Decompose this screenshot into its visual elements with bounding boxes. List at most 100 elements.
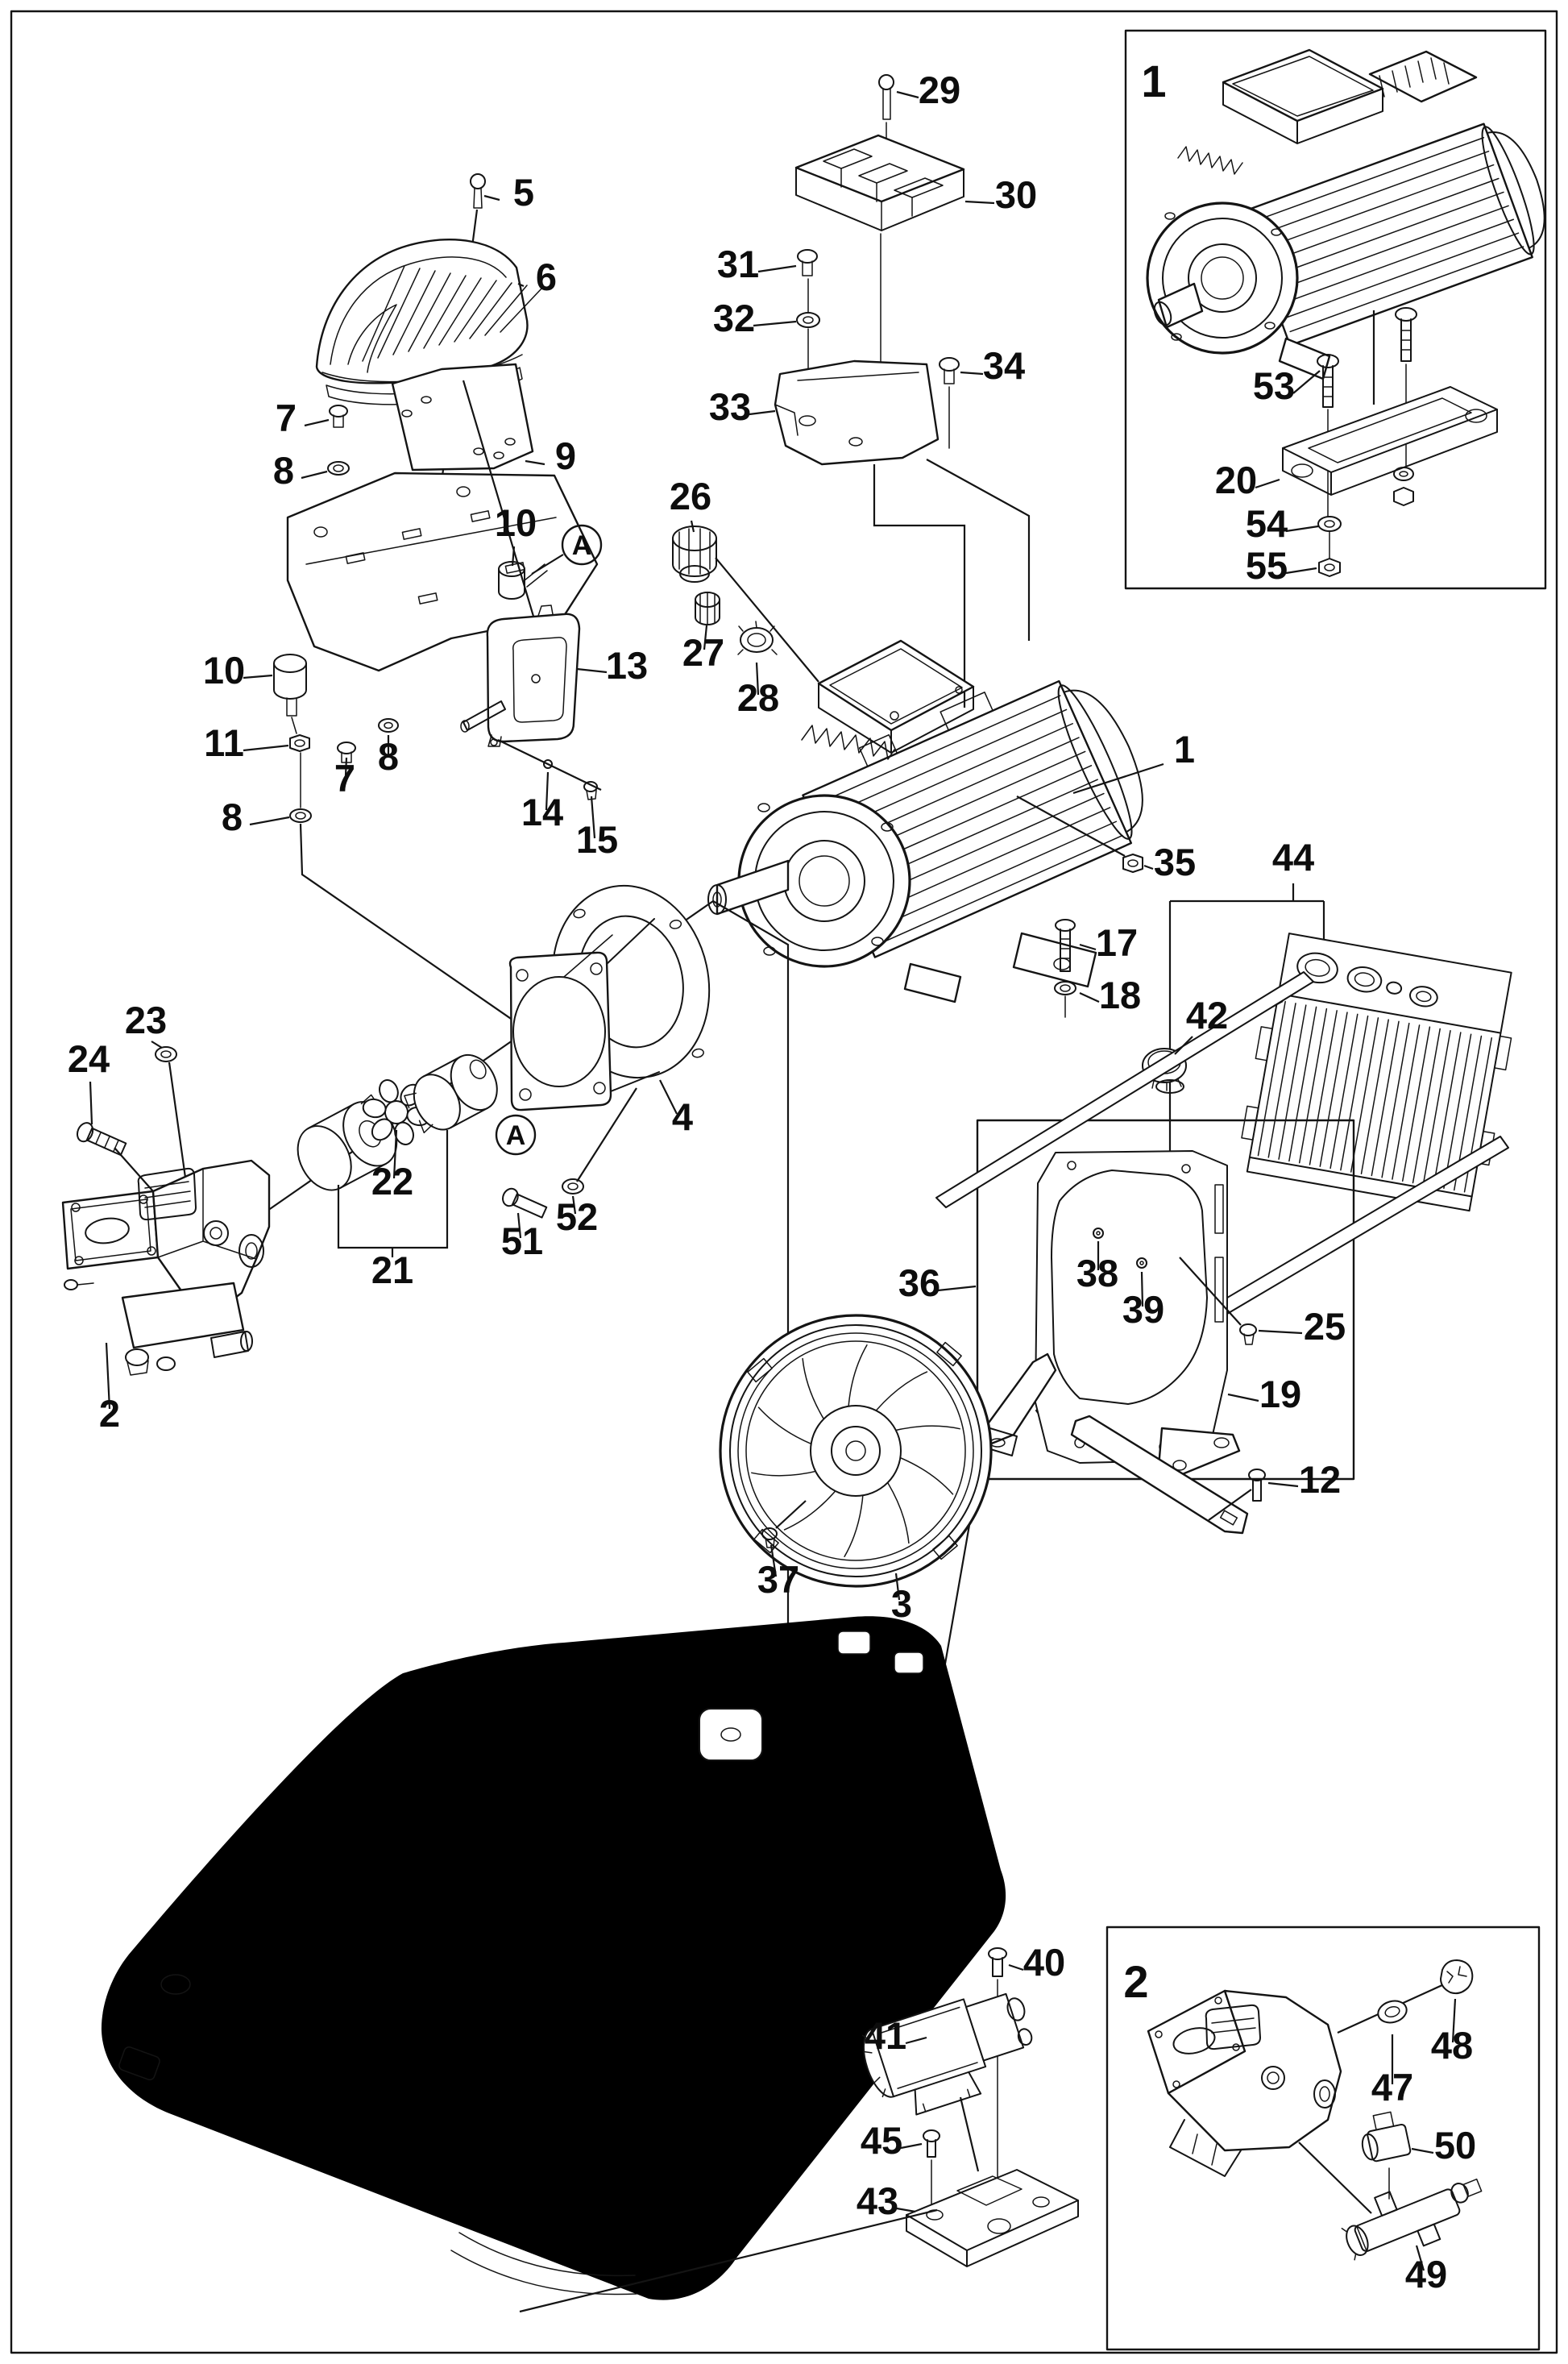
leader-line-28 bbox=[755, 662, 760, 696]
radiator-fin-lines bbox=[1257, 1000, 1492, 1193]
leader-line-8 bbox=[301, 470, 328, 480]
leader-line-39 bbox=[1140, 1271, 1144, 1307]
part-label-40: 40 bbox=[1023, 1941, 1065, 1984]
air-cover-assembly bbox=[286, 173, 599, 688]
part-label-28: 28 bbox=[737, 676, 779, 719]
leader-line-27 bbox=[703, 625, 708, 650]
part-label-55: 55 bbox=[1246, 544, 1288, 587]
part-label-2: 2 bbox=[99, 1392, 120, 1435]
leader-line-54 bbox=[1285, 525, 1319, 533]
cooling-fan bbox=[719, 1314, 993, 1588]
part-label-15: 15 bbox=[576, 818, 618, 861]
part-label-4: 4 bbox=[672, 1095, 693, 1138]
part-label-17: 17 bbox=[1096, 921, 1138, 964]
damper-assembly bbox=[273, 554, 564, 1023]
part-label-5: 5 bbox=[513, 171, 534, 214]
inset-motor-detail bbox=[1146, 48, 1545, 577]
leader-line-40 bbox=[1008, 1963, 1024, 1971]
leader-line-31 bbox=[757, 264, 797, 273]
part-label-20: 20 bbox=[1215, 459, 1257, 501]
leader-line-32 bbox=[753, 320, 797, 327]
leader-line-29 bbox=[896, 90, 919, 99]
inset-boxes: 12 bbox=[1105, 29, 1547, 2351]
part-label-31: 31 bbox=[717, 243, 759, 285]
part-label-9: 9 bbox=[555, 434, 576, 477]
cover-louver-lines bbox=[362, 265, 543, 362]
inset-box-1 bbox=[1124, 29, 1547, 590]
leader-line-5 bbox=[483, 194, 500, 202]
leader-line-55 bbox=[1285, 567, 1317, 575]
leader-line-35 bbox=[1143, 864, 1154, 870]
oil-cooler bbox=[1140, 883, 1512, 1370]
part-label-13: 13 bbox=[606, 644, 648, 687]
part-label-24: 24 bbox=[68, 1037, 110, 1080]
leader-line-6 bbox=[517, 282, 525, 288]
leader-line-11 bbox=[243, 744, 289, 752]
part-label-22: 22 bbox=[371, 1160, 413, 1203]
leader-line-26 bbox=[690, 520, 695, 533]
part-label-33: 33 bbox=[709, 385, 751, 428]
leader-line-36 bbox=[937, 1285, 977, 1292]
leader-line-17 bbox=[1079, 943, 1097, 951]
leader-line-22 bbox=[392, 1129, 398, 1179]
leader-line-51 bbox=[516, 1212, 522, 1239]
rubber-pad-assembly bbox=[774, 74, 1031, 708]
cable-glands bbox=[672, 526, 819, 683]
leader-line-33 bbox=[749, 409, 776, 416]
leader-line-9 bbox=[525, 459, 545, 466]
leader-line-3 bbox=[894, 1573, 901, 1601]
part-label-1: 1 bbox=[1174, 728, 1195, 771]
part-label-30: 30 bbox=[995, 173, 1037, 216]
part-label-48: 48 bbox=[1431, 2024, 1473, 2067]
part-label-23: 23 bbox=[125, 999, 167, 1041]
part-label-29: 29 bbox=[919, 69, 960, 111]
part-label-8: 8 bbox=[222, 796, 243, 838]
leader-line-14 bbox=[545, 771, 550, 811]
leader-line-4 bbox=[659, 1079, 678, 1115]
leader-line-24 bbox=[89, 1081, 93, 1125]
part-label-38: 38 bbox=[1076, 1252, 1118, 1294]
leader-line-41 bbox=[905, 2036, 927, 2045]
pump-motor-assembly bbox=[519, 1947, 1079, 2313]
part-label-3: 3 bbox=[891, 1582, 912, 1625]
part-label-11: 11 bbox=[204, 721, 244, 764]
inset-motor-fin-lines bbox=[1250, 137, 1524, 333]
part-label-54: 54 bbox=[1246, 502, 1288, 545]
part-label-37: 37 bbox=[757, 1558, 799, 1601]
leader-line-34 bbox=[960, 371, 984, 376]
part-label-51: 51 bbox=[501, 1219, 543, 1262]
leader-line-23 bbox=[151, 1041, 163, 1049]
inset-number-2: 2 bbox=[1123, 1956, 1148, 2007]
part-label-52: 52 bbox=[556, 1195, 598, 1238]
part-label-45: 45 bbox=[861, 2119, 902, 2162]
leader-line-50 bbox=[1411, 2147, 1434, 2154]
view-marker-letter: A bbox=[572, 530, 592, 561]
part-label-25: 25 bbox=[1304, 1305, 1346, 1348]
part-label-34: 34 bbox=[983, 344, 1025, 387]
part-label-10: 10 bbox=[203, 649, 245, 692]
leader-line-15 bbox=[590, 796, 596, 839]
leader-line-19 bbox=[1227, 1393, 1259, 1402]
leader-line-10 bbox=[511, 546, 516, 567]
part-label-44: 44 bbox=[1272, 836, 1314, 879]
inset-number-1: 1 bbox=[1141, 56, 1166, 106]
leader-line-13 bbox=[576, 667, 608, 674]
part-label-53: 53 bbox=[1253, 364, 1295, 407]
part-label-50: 50 bbox=[1434, 2124, 1476, 2167]
part-label-35: 35 bbox=[1154, 841, 1196, 883]
baseplate bbox=[101, 1616, 1006, 2300]
leader-line-25 bbox=[1258, 1329, 1303, 1335]
part-label-6: 6 bbox=[536, 256, 557, 298]
leader-line-49 bbox=[1415, 2245, 1425, 2271]
leader-line-7 bbox=[304, 418, 330, 427]
part-label-21: 21 bbox=[371, 1248, 413, 1291]
inset-pump-detail bbox=[1147, 1959, 1483, 2261]
leader-lines bbox=[89, 90, 1457, 2271]
vibration-damper-13 bbox=[460, 605, 602, 800]
part-label-42: 42 bbox=[1186, 994, 1228, 1037]
part-label-47: 47 bbox=[1371, 2066, 1413, 2108]
leader-line-30 bbox=[964, 200, 995, 205]
